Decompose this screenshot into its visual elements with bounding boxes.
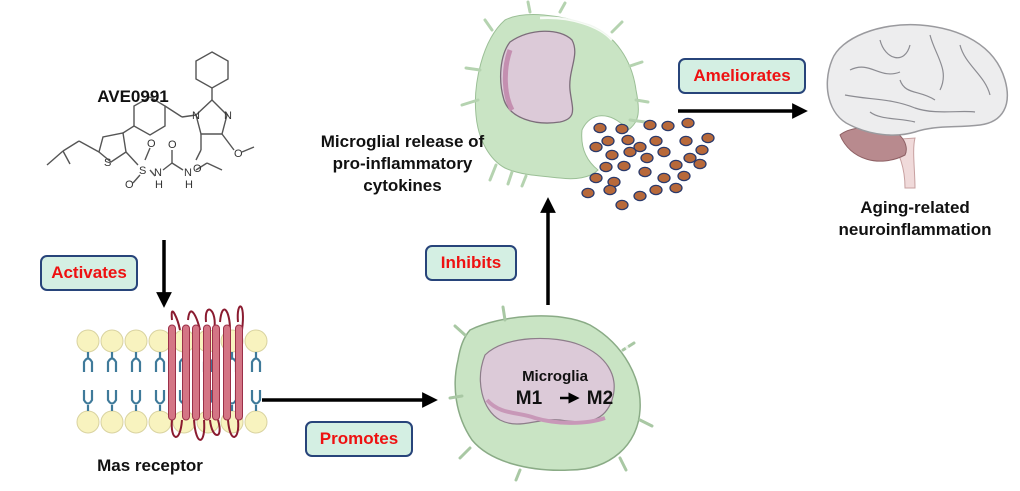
- microglia-from-state: M1: [515, 388, 543, 409]
- cytokine-particle: [683, 152, 697, 164]
- lipid-tail: [154, 390, 166, 411]
- receptor-name-label: Mas receptor: [97, 456, 203, 475]
- edge-label-activates: Activates: [40, 255, 138, 291]
- cytokine-particle: [679, 135, 693, 147]
- cytokine-particle: [657, 172, 671, 184]
- cytokine-particle: [617, 160, 631, 172]
- lipid-tail: [250, 390, 262, 411]
- release-label-line-1: Microglial release of: [320, 132, 485, 151]
- atom-label: S: [104, 157, 111, 169]
- cytokine-particle: [649, 135, 663, 147]
- lipid-head: [76, 410, 100, 434]
- outcome-label-line-2: neuroinflammation: [838, 220, 992, 239]
- lipid-head: [148, 410, 172, 434]
- cytokine-particle: [633, 141, 647, 153]
- cytokine-particle: [695, 144, 709, 156]
- cytokine-particle: [623, 146, 637, 158]
- microglia-cell-activated: [460, 0, 650, 188]
- transmembrane-helix: [212, 324, 220, 421]
- lipid-tail: [154, 352, 166, 372]
- cytokine-particle: [599, 161, 613, 173]
- cytokine-particle: [601, 135, 615, 147]
- cytokine-particle: [633, 190, 647, 202]
- atom-label: O: [193, 163, 202, 175]
- transmembrane-helix: [182, 324, 190, 421]
- release-label-line-3: cytokines: [363, 176, 442, 195]
- cytokine-particle: [661, 120, 675, 132]
- lipid-tail: [82, 390, 94, 411]
- lipid-head: [244, 329, 268, 353]
- transmembrane-helix: [235, 324, 243, 421]
- lipid-tail: [250, 352, 262, 372]
- imidazole-ring: [195, 99, 228, 135]
- atom-label: O: [147, 138, 156, 150]
- cytokine-particle: [621, 134, 635, 146]
- lipid-tail: [130, 352, 142, 372]
- lipid-head: [148, 329, 172, 353]
- edge-label-ameliorates: Ameliorates: [678, 58, 806, 94]
- lipid-tail: [106, 390, 118, 411]
- atom-label: H: [185, 179, 193, 191]
- microglia-cell-m2: [448, 305, 654, 482]
- transmembrane-helix: [192, 324, 200, 421]
- atom-label: N: [154, 167, 162, 179]
- edge-label-promotes: Promotes: [305, 421, 413, 457]
- transmembrane-helix: [203, 324, 211, 421]
- cytokine-particle: [603, 184, 617, 196]
- cytokine-particle: [605, 149, 619, 161]
- atom-label: O: [125, 179, 134, 191]
- lipid-tail: [106, 352, 118, 372]
- edge-label-inhibits: Inhibits: [425, 245, 517, 281]
- cytokine-particle: [615, 123, 629, 135]
- cytokine-particle: [638, 166, 652, 178]
- atom-label: H: [155, 179, 163, 191]
- outcome-label: Aging-related neuroinflammation: [815, 197, 1015, 241]
- cytokine-particle: [581, 187, 595, 199]
- atom-label: N: [184, 167, 192, 179]
- outcome-label-line-1: Aging-related: [860, 198, 970, 217]
- cytokine-particle: [701, 132, 715, 144]
- lipid-tail: [82, 352, 94, 372]
- microglia-to-state: M2: [586, 388, 614, 409]
- lipid-tail: [130, 390, 142, 411]
- cytokine-particle: [657, 146, 671, 158]
- atom-label: O: [168, 139, 177, 151]
- mas-receptor-graphic: [170, 305, 244, 441]
- cytokine-particles: [581, 117, 715, 211]
- lipid-head: [124, 410, 148, 434]
- release-label: Microglial release of pro-inflammatory c…: [300, 131, 505, 197]
- transmembrane-helix: [168, 324, 176, 421]
- microglia-title: Microglia: [522, 368, 588, 385]
- lipid-head: [76, 329, 100, 353]
- cytokine-particle: [589, 172, 603, 184]
- lipid-head: [244, 410, 268, 434]
- brain-graphic: [826, 23, 1009, 189]
- atom-label: N: [192, 110, 200, 122]
- cytokine-particle: [649, 184, 663, 196]
- release-label-line-2: pro-inflammatory: [332, 154, 473, 173]
- cytokine-particle: [681, 117, 695, 129]
- transmembrane-helix: [223, 324, 231, 421]
- cytokine-particle: [693, 158, 707, 170]
- drug-name-label: AVE0991: [97, 87, 169, 106]
- cytokine-particle: [615, 199, 629, 211]
- cytokine-particle: [593, 122, 607, 134]
- cytokine-particle: [669, 182, 683, 194]
- lipid-head: [124, 329, 148, 353]
- cytokine-particle: [677, 170, 691, 182]
- atom-label: S: [139, 165, 146, 177]
- cytokine-particle: [669, 159, 683, 171]
- lipid-head: [100, 329, 124, 353]
- ave0991-structure: [46, 51, 255, 184]
- receptor-helices: [168, 324, 243, 421]
- cytokine-particle: [640, 152, 654, 164]
- cytokine-particle: [643, 119, 657, 131]
- phenyl-ring-top: [195, 51, 229, 89]
- lipid-head: [100, 410, 124, 434]
- thiophene-ring: [98, 132, 127, 163]
- atom-label: N: [224, 110, 232, 122]
- cytokine-particle: [589, 141, 603, 153]
- ave0991-atom-labels: N N O O S S O O N H O N H: [104, 110, 243, 191]
- atom-label: O: [234, 148, 243, 160]
